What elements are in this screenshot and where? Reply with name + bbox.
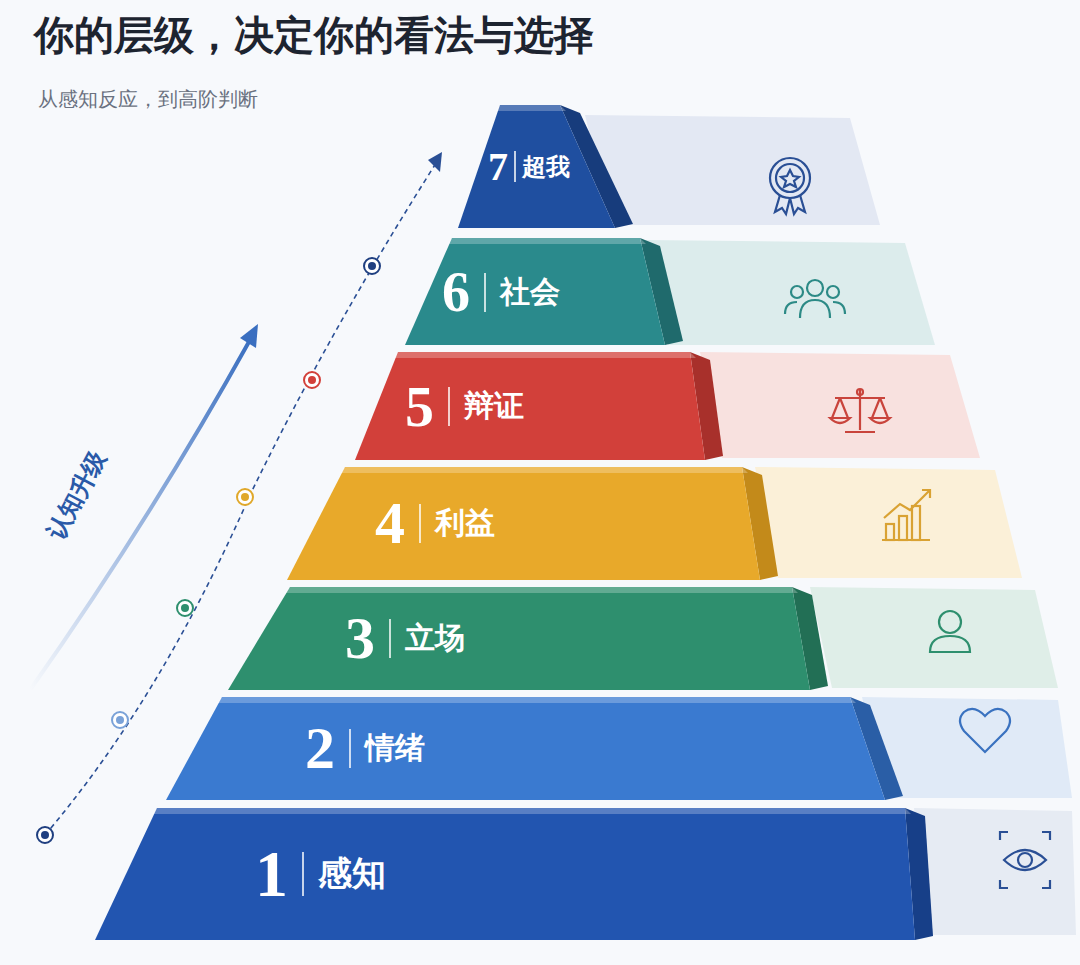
band-text-row: 2 情绪: [305, 714, 425, 783]
pyramid-band: 5 辩证: [353, 352, 729, 460]
level-number: 1: [255, 836, 288, 912]
pyramid-band: 3 立场: [226, 587, 834, 690]
band-text-row: 3 立场: [345, 604, 465, 673]
divider: [514, 151, 516, 182]
pyramid-band: 4 利益: [285, 467, 784, 580]
side-label: 认知升级: [40, 445, 113, 545]
level-number: 5: [405, 373, 434, 440]
title: 你的层级，决定你的看法与选择: [34, 8, 594, 63]
level-number: 4: [375, 489, 405, 558]
divider: [484, 273, 486, 312]
band-text-row: 4 利益: [375, 489, 495, 558]
level-label: 感知: [318, 851, 386, 897]
level-label: 利益: [435, 503, 495, 544]
divider: [349, 729, 351, 768]
pyramid-band: 1 感知: [93, 808, 939, 940]
band-text-row: 5 辩证: [405, 373, 524, 440]
pyramid-band: 2 情绪: [164, 697, 909, 800]
band-shape: [226, 587, 834, 690]
level-number: 2: [305, 714, 335, 783]
level-label: 超我: [522, 151, 570, 183]
band-text-row: 6 社会: [442, 260, 560, 324]
band-shape: [164, 697, 909, 800]
divider: [302, 852, 304, 896]
level-label: 社会: [500, 272, 560, 313]
band-text-row: 7 超我: [488, 143, 570, 190]
caption: 从感知反应，到高阶判断: [38, 86, 258, 113]
divider: [448, 387, 450, 426]
band-text-row: 1 感知: [255, 836, 386, 912]
pyramid-band: 7 超我: [456, 105, 639, 228]
pyramid-band: 6 社会: [403, 238, 689, 345]
band-shape: [93, 808, 939, 940]
level-label: 情绪: [365, 728, 425, 769]
level-label: 立场: [405, 618, 465, 659]
level-number: 6: [442, 260, 470, 324]
level-label: 辩证: [464, 386, 524, 427]
divider: [389, 619, 391, 658]
divider: [419, 504, 421, 543]
band-shape: [285, 467, 784, 580]
level-number: 7: [488, 143, 508, 190]
level-number: 3: [345, 604, 375, 673]
